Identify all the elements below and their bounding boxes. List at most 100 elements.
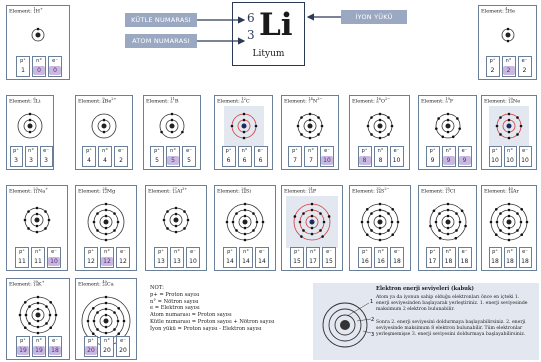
count-cell-e: e⁻3	[39, 146, 53, 167]
note-line-6: İyon yükü = Proton sayısı - Elektron say…	[150, 325, 262, 332]
count-cell-n: n°0	[32, 56, 46, 77]
atom-diagram	[17, 112, 43, 139]
atom-diagram	[87, 202, 125, 242]
shell-info-panel: Elektron enerji seviyeleri (kabuk) Atom …	[313, 283, 539, 360]
note-line-1: p+ = Proton sayısı	[150, 291, 200, 298]
count-cell-n: n°10	[503, 146, 517, 167]
count-cell-n: n°3	[24, 146, 38, 167]
count-cell-p: p⁺1	[16, 56, 30, 77]
count-cell-p: p⁺9	[425, 146, 440, 167]
count-cell-e: e⁻15	[322, 247, 336, 268]
atom-diagram	[360, 202, 400, 242]
count-cell-p: p⁺18	[488, 247, 502, 268]
count-cell-n: n°16	[374, 247, 388, 268]
count-cell-n: n°9	[441, 146, 456, 167]
atom-diagram	[296, 112, 324, 140]
atom-diagram	[225, 202, 265, 242]
center-element-box: 6 3 Li Lityum	[232, 2, 305, 66]
note-title: NOT:	[150, 285, 164, 291]
shell-ring-label-1: 1	[370, 299, 373, 305]
count-cell-e: e⁻5	[182, 146, 196, 167]
count-cell-n: n°4	[98, 146, 112, 167]
count-cell-p: p⁺7	[288, 146, 302, 167]
atom-diagram	[434, 112, 461, 139]
center-arrows	[197, 13, 341, 45]
count-cell-e: e⁻9	[457, 146, 472, 167]
count-cell-p: p⁺19	[16, 336, 30, 357]
mass-number-label: KÜTLE NUMARASI	[125, 13, 197, 27]
count-cell-e: e⁻10	[389, 146, 404, 167]
count-cell-p: p⁺6	[221, 146, 236, 167]
shell-info-p1: Atom ya da iyonun sahip olduğu elektronl…	[376, 295, 528, 312]
note-line-4: Atom numarası = Proton sayısı	[150, 312, 232, 319]
count-cell-n: n°8	[373, 146, 388, 167]
count-cell-p: p⁺10	[488, 146, 502, 167]
note-line-3: e = Elektron sayısı	[150, 305, 200, 312]
count-cell-e: e⁻6	[253, 146, 268, 167]
ion-charge-label: İYON YÜKÜ	[341, 10, 407, 24]
count-cell-n: n°17	[306, 247, 320, 268]
atom-diagram	[31, 27, 45, 41]
count-cell-p: p⁺16	[358, 247, 372, 268]
note-line-2: n° = Nötron sayısı	[150, 298, 199, 305]
count-cell-n: n°6	[237, 146, 252, 167]
count-cell-p: p⁺14	[223, 247, 237, 268]
count-cell-e: e⁻18	[457, 247, 472, 268]
count-cell-n: n°5	[166, 146, 180, 167]
count-cell-e: e⁻18	[390, 247, 404, 268]
count-cell-p: p⁺8	[357, 146, 372, 167]
count-cell-e: e⁻12	[116, 247, 130, 268]
atom-diagram	[23, 206, 51, 234]
count-cell-p: p⁺5	[150, 146, 164, 167]
count-cell-n: n°13	[170, 247, 184, 268]
count-cell-p: p⁺11	[15, 247, 29, 268]
atom-diagram	[489, 202, 529, 242]
count-cell-e: e⁻10	[320, 146, 334, 167]
count-cell-p: p⁺20	[84, 336, 98, 357]
count-cell-e: e⁻10	[518, 146, 532, 167]
center-mass-number: 6	[247, 11, 255, 25]
count-cell-p: p⁺2	[485, 56, 500, 77]
count-cell-p: p⁺15	[290, 247, 304, 268]
count-cell-e: e⁻10	[186, 247, 200, 268]
note-block: NOT: p+ = Proton sayısı n° = Nötron sayı…	[150, 285, 310, 333]
count-cell-e: e⁻20	[116, 336, 130, 357]
count-cell-p: p⁺13	[154, 247, 168, 268]
shell-diagram: 1 2 3	[322, 299, 374, 348]
count-cell-e: e⁻18	[518, 247, 532, 268]
